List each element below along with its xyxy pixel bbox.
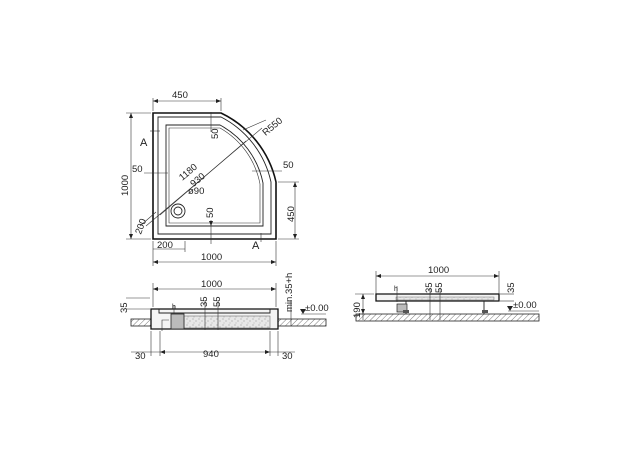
front-floor-level: ±0.00 [305,303,329,314]
front-dim-55: 55 [212,296,223,307]
dim-height: 1000 [120,175,131,196]
side-dim-rim: 35 [506,282,517,293]
front-dim-rim: 35 [119,302,130,313]
front-drain-trap [170,313,185,330]
dim-radius: R550 [260,115,284,138]
front-section: 1000 h 35 35 55 min.35+h ±0.00 [119,273,329,362]
tray-outline [152,112,277,240]
side-floor [355,313,540,322]
front-dim-35: 35 [199,296,210,307]
dim-drain-offset: 50 [205,207,216,218]
drain-diameter: ø90 [188,186,204,197]
dim-width: 1000 [201,252,222,263]
side-dim-width: 1000 [428,265,449,276]
tray-basin-edge [168,127,261,224]
dim-rim-left: 50 [132,164,143,175]
section-mark-bottom: A [252,240,260,252]
tray-basin [165,124,264,227]
drain-inner [173,206,183,216]
dim-rim-top: 50 [210,128,221,139]
front-dim-inner-width: 940 [203,349,219,360]
side-h-label: h [394,286,398,293]
plan-view: 450 50 R550 1000 A 50 1180 930 ø90 50 50 [120,90,299,266]
front-install-height: min.35+h [284,273,295,312]
tray-inner-rim [157,116,272,235]
dim-rim-right: 50 [283,160,294,171]
dim-top-width: 450 [172,90,188,101]
side-dim-total-height: 190 [352,302,363,318]
side-floor-level: ±0.00 [513,300,537,311]
front-dim-right-margin: 30 [282,351,293,362]
front-dim-left-margin: 30 [135,351,146,362]
dim-right-straight: 450 [286,206,297,222]
dim-corner: 200 [133,217,149,236]
dim-bottom-offset: 200 [157,240,173,251]
section-mark-left: A [140,137,148,149]
side-section: 1000 h 35 55 35 190 ±0.00 [352,265,540,322]
drain-outer [170,203,186,219]
front-dim-width: 1000 [201,279,222,290]
side-dim-55: 55 [434,282,445,293]
side-dim-35: 35 [424,282,435,293]
front-mortar [183,315,271,329]
